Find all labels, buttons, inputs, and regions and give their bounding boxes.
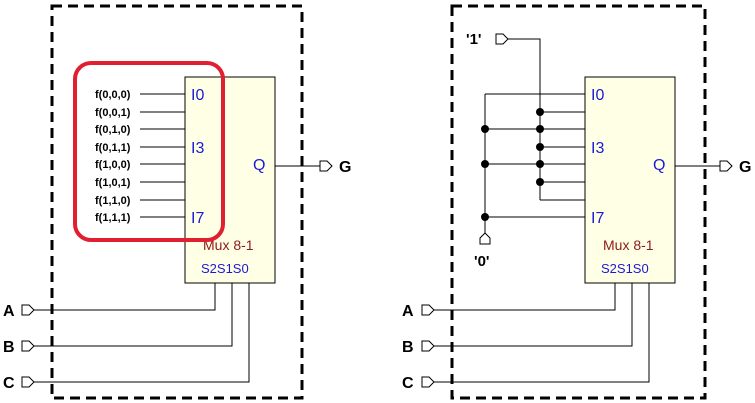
left-input-port-a (21, 304, 35, 316)
right-pin-i7: I7 (591, 210, 604, 227)
right-junction-dots (481, 108, 544, 221)
left-select-wires (33, 283, 250, 383)
right-data-input-wires (485, 93, 585, 218)
right-input-port-c (421, 376, 435, 388)
right-output-label: G (739, 159, 751, 176)
right-pin-q: Q (653, 157, 665, 174)
left-pin-q: Q (253, 157, 265, 174)
left-input-port-c (21, 376, 35, 388)
left-input-b: B (3, 339, 15, 356)
right-select-wires (433, 283, 650, 383)
right-input-c: C (402, 375, 414, 392)
func-label-4: f(1,0,0) (95, 159, 131, 171)
func-label-3: f(0,1,1) (95, 142, 131, 154)
right-input-port-a (421, 304, 435, 316)
const-one-port (495, 33, 509, 45)
right-input-a: A (402, 303, 414, 320)
left-select-label: S2S1S0 (201, 261, 249, 276)
const-one-label: '1' (466, 31, 481, 48)
const-one-bus (508, 38, 541, 200)
right-mux-box (584, 76, 676, 284)
right-pin-i3: I3 (591, 140, 604, 157)
func-label-6: f(1,1,0) (95, 195, 131, 207)
left-input-a: A (3, 303, 15, 320)
right-pin-i0: I0 (591, 87, 604, 104)
left-pin-i3: I3 (191, 140, 204, 157)
func-label-2: f(0,1,0) (95, 124, 131, 136)
func-label-0: f(0,0,0) (95, 89, 131, 101)
left-function-labels: f(0,0,0) f(0,0,1) f(0,1,0) f(0,1,1) f(1,… (95, 89, 131, 224)
right-input-b: B (402, 339, 414, 356)
right-select-label: S2S1S0 (601, 261, 649, 276)
left-pin-i0: I0 (191, 87, 204, 104)
const-zero-port (479, 232, 491, 245)
func-label-5: f(1,0,1) (95, 177, 131, 189)
const-zero-label: '0' (474, 253, 489, 270)
left-output-port (319, 160, 333, 172)
right-output-port (719, 160, 733, 172)
left-input-c: C (3, 375, 15, 392)
left-data-input-wires (140, 93, 185, 218)
right-mux-label: Mux 8-1 (603, 237, 654, 253)
left-pin-i7: I7 (191, 210, 204, 227)
right-input-port-b (421, 340, 435, 352)
left-mux-label: Mux 8-1 (203, 237, 254, 253)
left-dashed-border (50, 4, 304, 400)
left-highlight-box (73, 61, 225, 242)
left-mux-box (184, 76, 276, 284)
left-circuit: f(0,0,0) f(0,0,1) f(0,1,0) f(0,1,1) f(1,… (3, 4, 351, 400)
right-dashed-border (450, 4, 707, 400)
left-output-label: G (339, 159, 351, 176)
func-label-1: f(0,0,1) (95, 107, 131, 119)
left-input-port-b (21, 340, 35, 352)
func-label-7: f(1,1,1) (95, 212, 131, 224)
right-circuit: '1' '0' I0 I (402, 4, 751, 400)
